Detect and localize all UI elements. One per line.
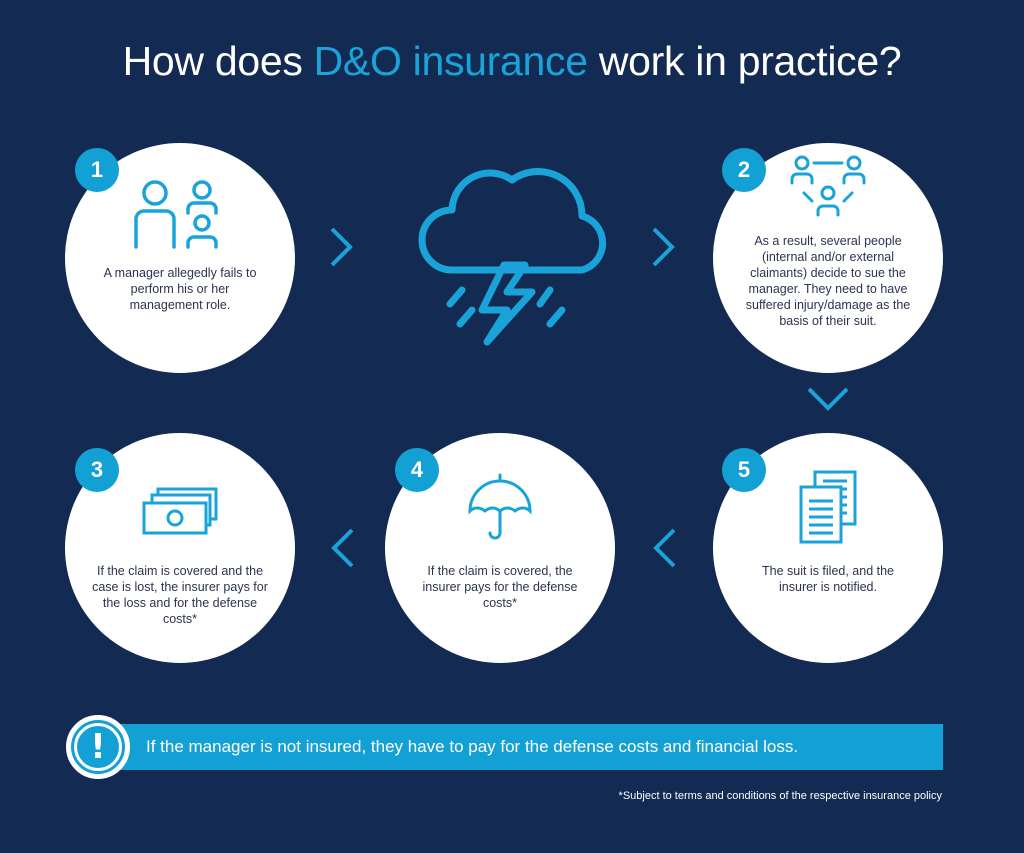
step-badge: 5 xyxy=(722,448,766,492)
step-text: A manager allegedly fails to perform his… xyxy=(103,266,257,312)
step-badge: 3 xyxy=(75,448,119,492)
chevron-down-icon xyxy=(807,387,849,411)
step-badge: 4 xyxy=(395,448,439,492)
footnote: *Subject to terms and conditions of the … xyxy=(618,790,942,802)
step-badge: 2 xyxy=(722,148,766,192)
step-1: A manager allegedly fails to perform his… xyxy=(65,143,295,373)
step-text: If the claim is covered, the insurer pay… xyxy=(422,564,578,610)
step-text: As a result, several people (internal an… xyxy=(745,234,911,328)
banner-text: If the manager is not insured, they have… xyxy=(146,737,799,756)
storm-cloud-icon xyxy=(418,168,607,346)
exclamation-icon: ! xyxy=(66,715,130,779)
umbrella-icon xyxy=(468,473,532,540)
chevron-left-icon xyxy=(331,528,354,568)
network-people-icon xyxy=(790,155,866,217)
step-badge: 1 xyxy=(75,148,119,192)
documents-icon xyxy=(799,470,857,544)
money-icon xyxy=(142,487,218,535)
warning-banner: If the manager is not insured, they have… xyxy=(90,724,943,770)
step-2: As a result, several people (internal an… xyxy=(713,143,943,373)
step-text: The suit is filed, and the insurer is no… xyxy=(761,564,895,594)
chevron-right-icon xyxy=(330,227,353,267)
page-title: How does D&O insurance work in practice? xyxy=(122,38,902,84)
title-highlight: D&O insurance xyxy=(313,38,588,84)
chevron-left-icon xyxy=(653,528,676,568)
people-icon xyxy=(134,180,218,249)
step-text: If the claim is covered and the case is … xyxy=(92,564,268,626)
chevron-right-icon xyxy=(652,227,675,267)
